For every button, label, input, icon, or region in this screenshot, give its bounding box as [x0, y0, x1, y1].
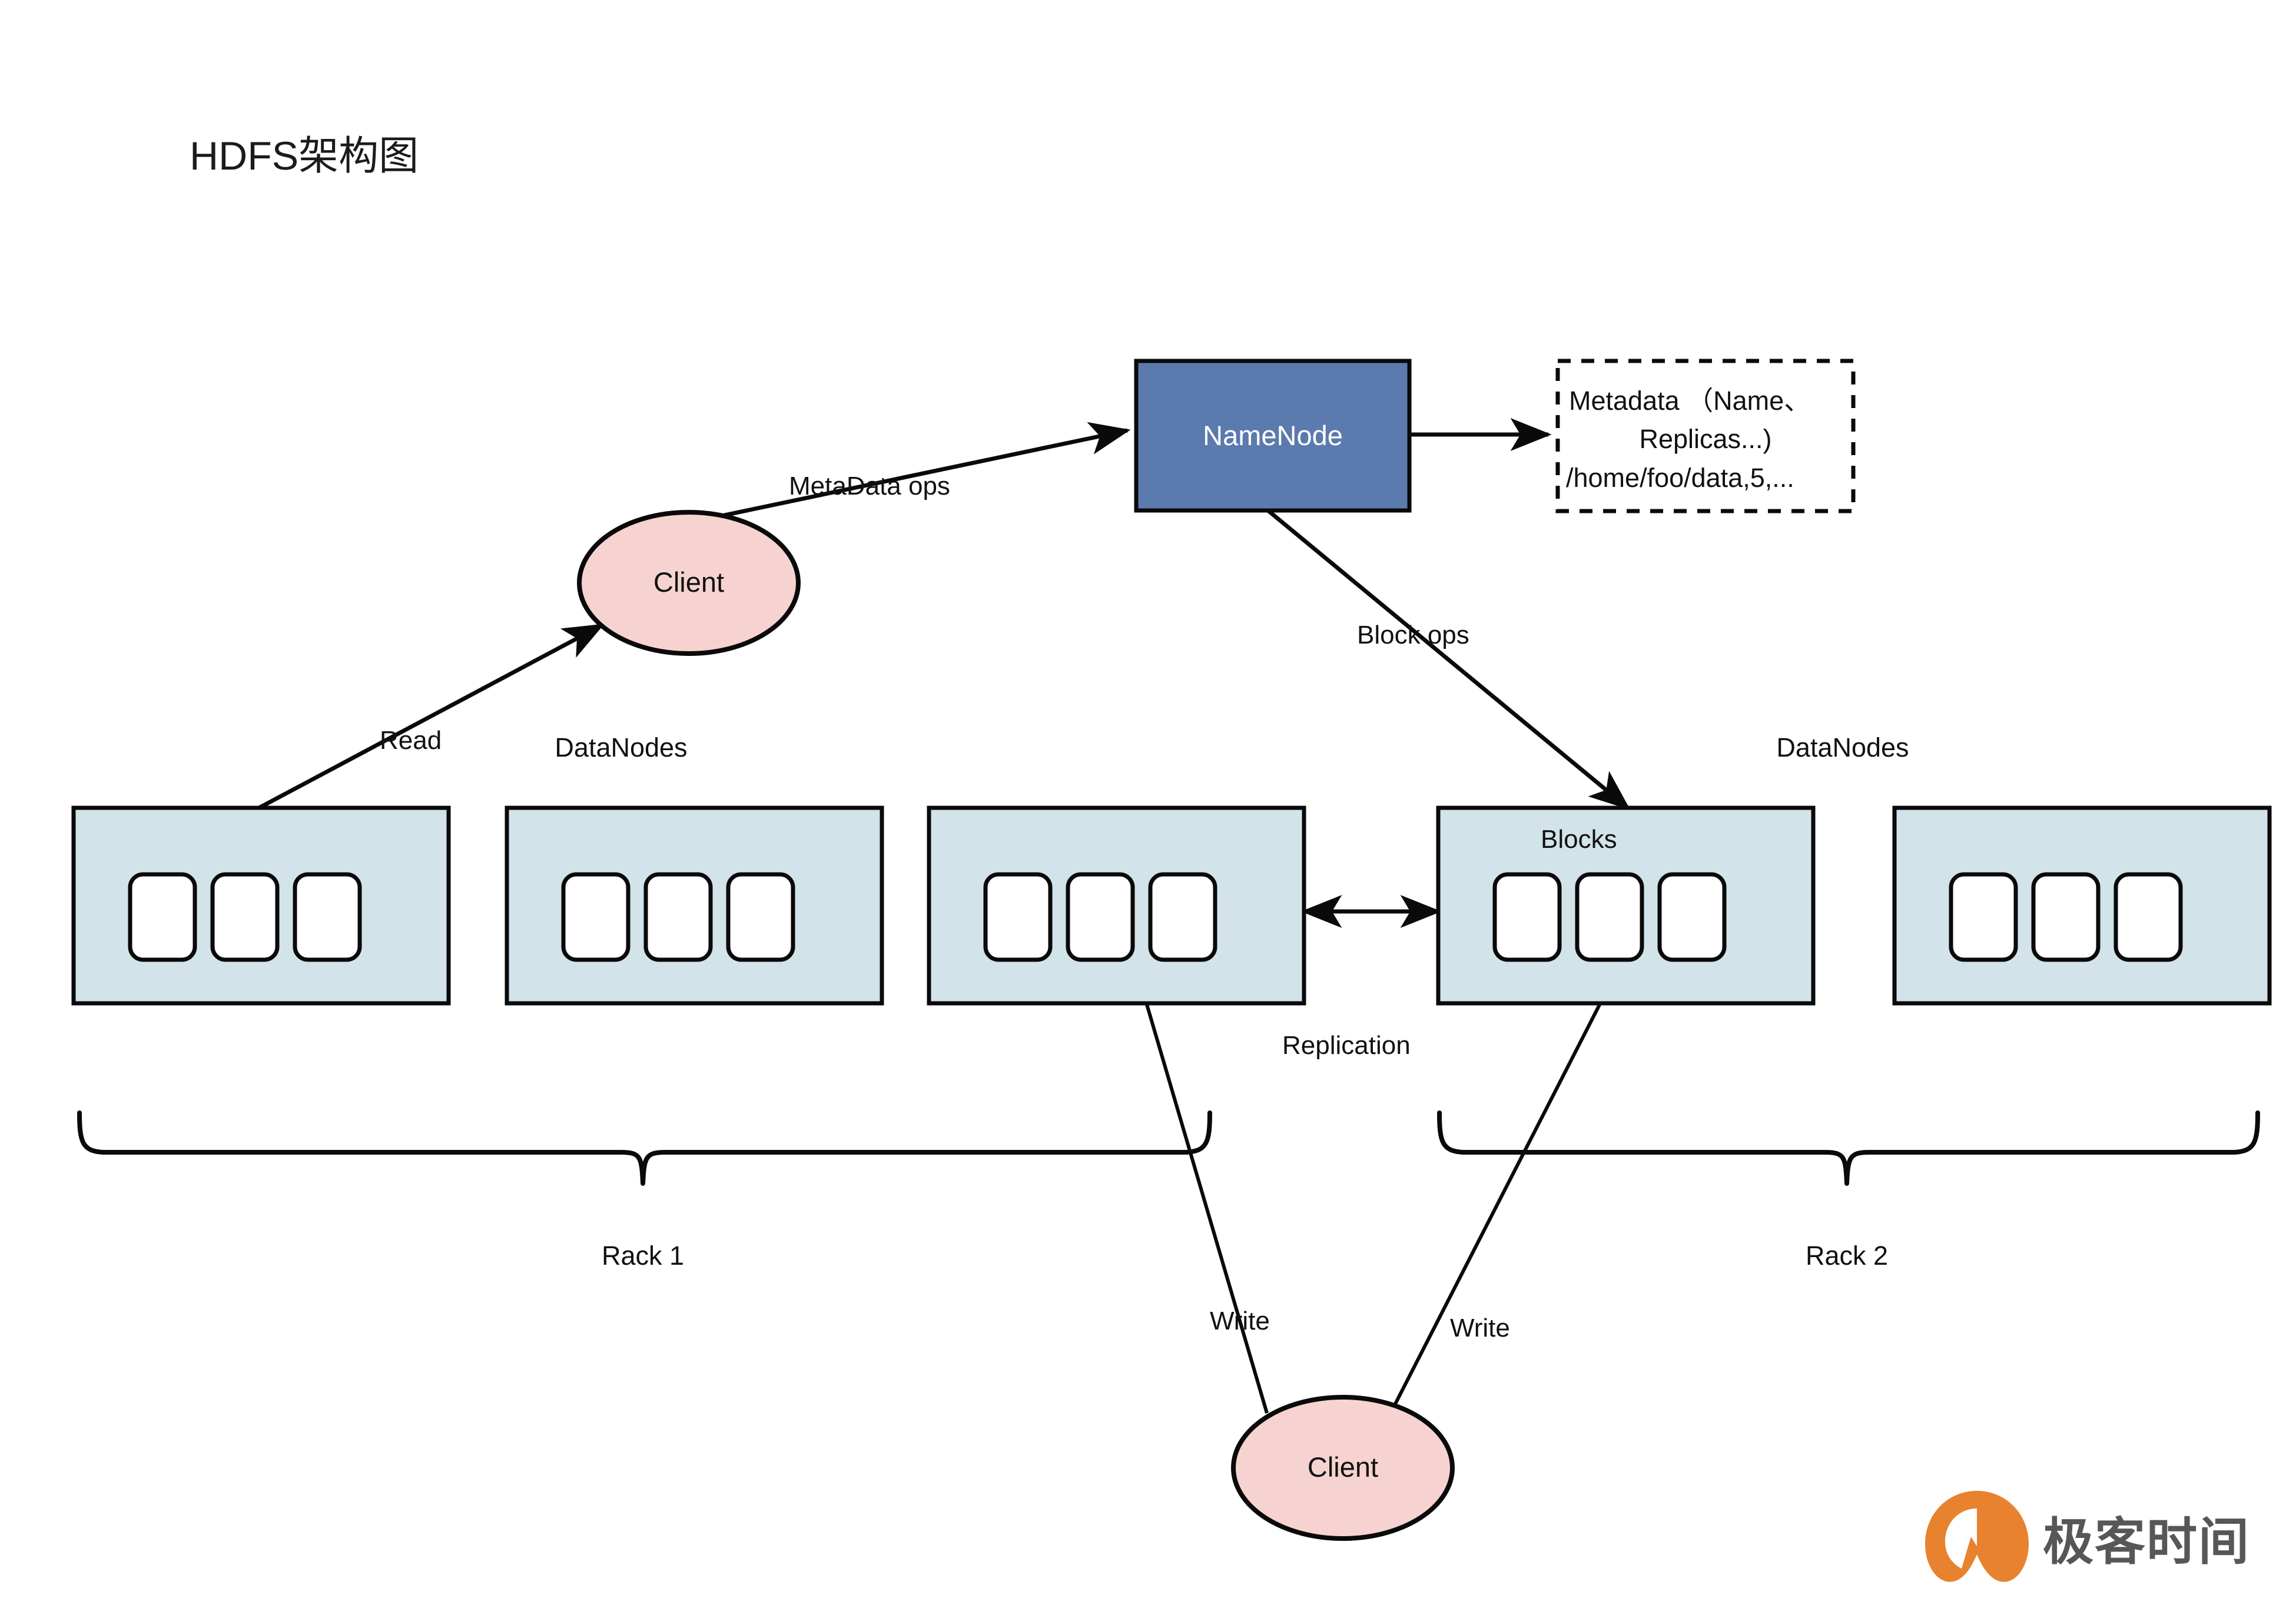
metadata-line-2: Replicas...): [1639, 424, 1771, 454]
datanode-2-block-1: [561, 872, 631, 962]
metadata-line-3: /home/foo/data,5,...: [1566, 463, 1794, 493]
datanode-3-block-1: [983, 872, 1053, 962]
namenode-box[interactable]: NameNode: [1134, 359, 1412, 513]
label-datanodes-left: DataNodes: [555, 732, 687, 762]
edge-read: [258, 623, 605, 810]
rack-1-brace: Rack 1: [77, 1110, 1212, 1271]
edge-block-ops: [1267, 509, 1631, 810]
metadata-box: Metadata （Name、 Replicas...) /home/foo/d…: [1555, 359, 1856, 513]
datanode-4[interactable]: Blocks: [1436, 805, 1816, 1006]
datanode-4-block-1: [1492, 872, 1562, 962]
metadata-line-1: Metadata （Name、: [1569, 386, 1810, 416]
geektime-wordmark: 极客时间: [2043, 1513, 2250, 1571]
client-bottom-node[interactable]: Client: [1231, 1395, 1455, 1541]
client-top-node[interactable]: Client: [577, 510, 801, 656]
edge-metadata-ops: [696, 422, 1131, 523]
label-block-ops: Block ops: [1357, 621, 1469, 649]
edge-write-right: [1389, 962, 1622, 1414]
datanode-5-block-2: [2031, 872, 2101, 962]
datanode-4-block-3: [1657, 872, 1727, 962]
metadata-rect: [1555, 359, 1856, 513]
client-bottom-ellipse: [1231, 1395, 1455, 1541]
label-write-right: Write: [1450, 1314, 1510, 1342]
label-write-left: Write: [1210, 1307, 1270, 1335]
datanode-3-block-2: [1066, 872, 1135, 962]
label-replication: Replication: [1282, 1031, 1411, 1060]
datanode-2-block-3: [726, 872, 795, 962]
datanode-1-block-2: [210, 872, 280, 962]
namenode-rect: [1134, 359, 1412, 513]
rack-2-brace: Rack 2: [1437, 1110, 2260, 1271]
client-top-label: Client: [653, 566, 724, 598]
datanode-4-block-2: [1575, 872, 1644, 962]
label-rack-2: Rack 2: [1806, 1241, 1888, 1271]
geektime-pin-inner-icon: [1945, 1508, 1977, 1569]
client-bottom-label: Client: [1308, 1451, 1378, 1483]
datanode-5-block-1: [1949, 872, 2018, 962]
label-rack-1: Rack 1: [602, 1241, 684, 1271]
page-title: HDFS架构图: [190, 134, 419, 178]
namenode-label: NameNode: [1203, 420, 1343, 451]
datanode-5-block-3: [2113, 872, 2183, 962]
datanode-3-block-3: [1148, 872, 1217, 962]
edge-write-left: [1130, 962, 1269, 1414]
datanode-1[interactable]: [71, 805, 451, 1006]
client-top-ellipse: [577, 510, 801, 656]
datanode-2[interactable]: [505, 805, 884, 1006]
blocks-label: Blocks: [1541, 825, 1617, 854]
label-metadata-ops: MetaData ops: [789, 472, 950, 500]
geektime-watermark: 极客时间: [1925, 1491, 2250, 1582]
datanode-2-block-2: [643, 872, 713, 962]
datanode-5[interactable]: [1892, 805, 2272, 1006]
label-datanodes-right: DataNodes: [1776, 732, 1909, 762]
datanode-3[interactable]: [927, 805, 1306, 1006]
datanode-1-block-1: [128, 872, 197, 962]
label-read: Read: [380, 726, 442, 755]
datanode-1-block-3: [293, 872, 362, 962]
